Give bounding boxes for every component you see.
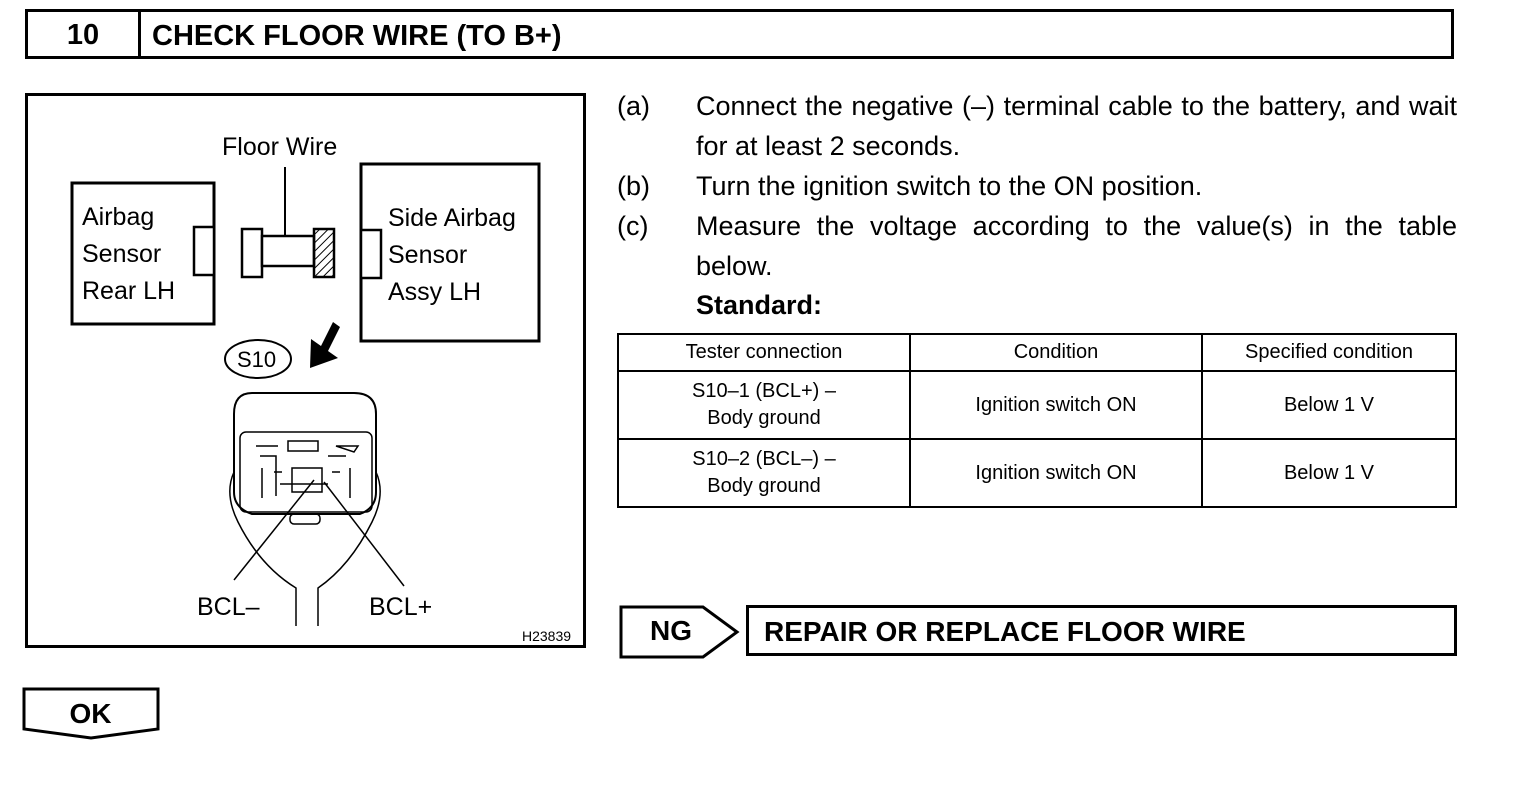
ng-action-text: REPAIR OR REPLACE FLOOR WIRE xyxy=(764,616,1246,647)
ok-label: OK xyxy=(69,698,112,729)
airbag-sensor-label-line1: Airbag xyxy=(82,203,155,231)
table-cell-specified: Below 1 V xyxy=(1201,370,1457,440)
step-letter: (a) xyxy=(617,91,650,121)
connection-line2: Body ground xyxy=(707,475,821,497)
instruction-step: (b) Turn the ignition switch to the ON p… xyxy=(617,166,1457,206)
connector-face xyxy=(233,392,377,515)
connector-code-label: S10 xyxy=(237,347,277,372)
spec-table: Tester connection Condition Specified co… xyxy=(617,333,1457,508)
table-cell-connection: S10–1 (BCL+) – Body ground xyxy=(617,370,911,440)
table-row: S10–1 (BCL+) – Body ground Ignition swit… xyxy=(617,370,1457,440)
ng-arrow-shape xyxy=(619,605,740,659)
ng-action-box: REPAIR OR REPLACE FLOOR WIRE xyxy=(746,605,1457,656)
table-cell-condition: Ignition switch ON xyxy=(909,438,1203,508)
step-letter: (c) xyxy=(617,211,649,241)
ok-arrow-shape xyxy=(22,687,160,740)
connection-line1: S10–2 (BCL–) – xyxy=(692,448,836,470)
step-title: CHECK FLOOR WIRE (TO B+) xyxy=(152,20,562,52)
floor-wire-connector-left xyxy=(240,227,264,279)
table-cell-condition: Ignition switch ON xyxy=(909,370,1203,440)
step-number: 10 xyxy=(28,12,141,56)
airbag-sensor-label-line2: Sensor xyxy=(82,240,162,268)
ng-label: NG xyxy=(650,615,692,646)
floor-wire-label: Floor Wire xyxy=(222,133,338,161)
instruction-list: (a) Connect the negative (–) terminal ca… xyxy=(617,86,1457,324)
instruction-step: (a) Connect the negative (–) terminal ca… xyxy=(617,86,1457,166)
arrow-icon xyxy=(310,322,340,368)
side-airbag-label-line3: Assy LH xyxy=(388,278,482,306)
airbag-sensor-label-line3: Rear LH xyxy=(82,277,176,305)
side-airbag-label-line1: Side Airbag xyxy=(388,204,516,232)
step-header: 10 CHECK FLOOR WIRE (TO B+) xyxy=(25,9,1454,59)
floor-wire-connector-right xyxy=(312,227,336,279)
bcl-plus-label: BCL+ xyxy=(369,593,433,621)
wiring-figure: Floor Wire Airbag Sensor Rear LH Side Ai… xyxy=(25,93,586,648)
step-text: Connect the negative (–) terminal cable … xyxy=(696,91,1457,161)
figure-code: H23839 xyxy=(522,628,572,644)
table-row: S10–2 (BCL–) – Body ground Ignition swit… xyxy=(617,438,1457,508)
table-header-cell: Condition xyxy=(909,333,1203,372)
connection-line1: S10–1 (BCL+) – xyxy=(692,380,836,402)
wiring-diagram xyxy=(70,162,541,626)
table-header-cell: Specified condition xyxy=(1201,333,1457,372)
connection-line2: Body ground xyxy=(707,407,821,429)
side-airbag-connector xyxy=(359,228,383,280)
connector-code-ellipse xyxy=(224,339,292,379)
table-header-row: Tester connection Condition Specified co… xyxy=(617,333,1457,372)
floor-wire-body xyxy=(260,234,316,268)
table-cell-connection: S10–2 (BCL–) – Body ground xyxy=(617,438,911,508)
step-text: Measure the voltage according to the val… xyxy=(696,211,1457,281)
side-airbag-label-line2: Sensor xyxy=(388,241,468,269)
step-letter: (b) xyxy=(617,171,650,201)
instruction-step: (c) Measure the voltage according to the… xyxy=(617,206,1457,286)
table-cell-specified: Below 1 V xyxy=(1201,438,1457,508)
step-text: Turn the ignition switch to the ON posit… xyxy=(696,171,1203,201)
bcl-minus-label: BCL– xyxy=(197,593,260,621)
table-header-cell: Tester connection xyxy=(617,333,911,372)
airbag-sensor-connector xyxy=(192,225,216,277)
standard-label: Standard: xyxy=(696,290,823,320)
